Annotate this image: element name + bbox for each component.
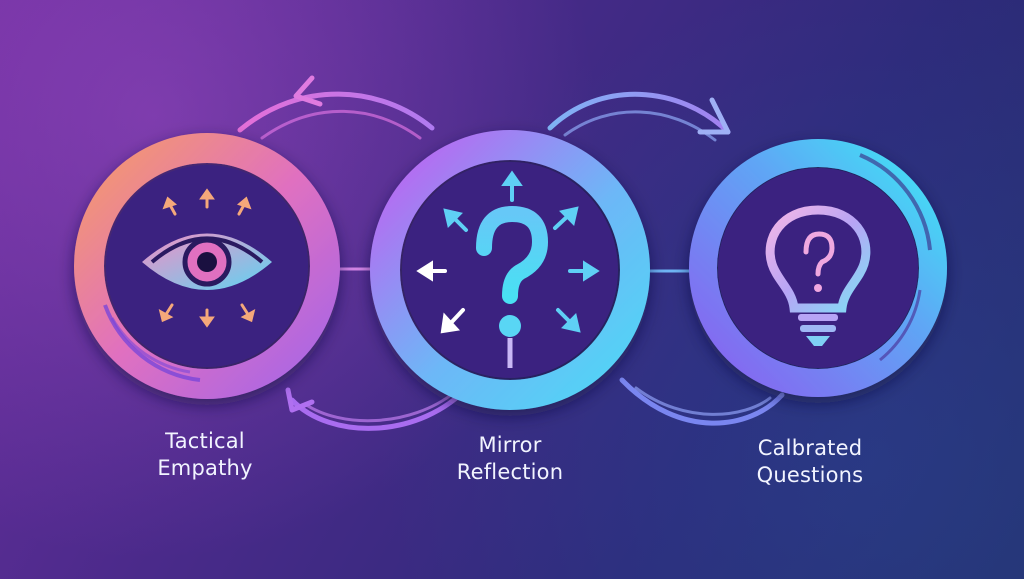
arc-bottom-right — [619, 377, 785, 426]
arrowhead-top-left — [293, 75, 323, 107]
label-line: Tactical — [165, 429, 245, 453]
label-line: Calbrated — [757, 436, 863, 460]
eye-icon — [142, 188, 272, 328]
label-calbrated-questions: Calbrated Questions — [740, 435, 880, 489]
question-mark-icon — [476, 205, 549, 368]
arc-top-left-inner — [260, 109, 422, 140]
arc-top-left — [237, 91, 435, 133]
label-line: Mirror — [478, 433, 542, 457]
label-line: Reflection — [456, 460, 564, 484]
arc-top-right-inner — [563, 110, 717, 142]
label-line: Questions — [756, 463, 864, 487]
cycle-arrows — [237, 75, 785, 431]
radiating-arrows — [416, 170, 600, 334]
label-mirror-reflection: Mirror Reflection — [440, 432, 580, 486]
arc-top-right — [547, 91, 731, 135]
arc-bottom-right-inner — [634, 386, 772, 416]
arrowhead-top-right — [697, 97, 731, 135]
lightbulb-question-icon — [765, 205, 871, 346]
arc-bottom-left — [289, 382, 473, 431]
arrowhead-bottom-left — [285, 387, 315, 413]
label-tactical-empathy: Tactical Empathy — [130, 428, 280, 482]
arc-bottom-left-inner — [303, 390, 457, 423]
label-line: Empathy — [157, 456, 253, 480]
